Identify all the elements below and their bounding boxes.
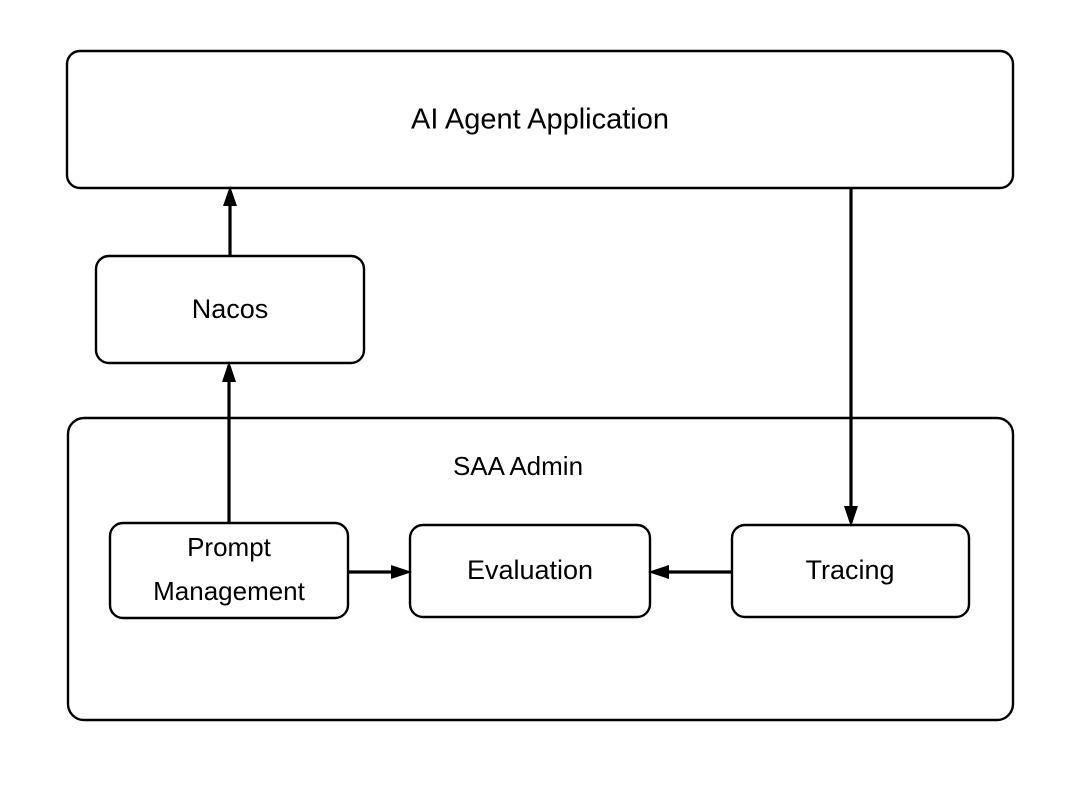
edge-tracing-to-evaluation bbox=[648, 565, 732, 579]
edge-prompt-to-evaluation bbox=[348, 565, 412, 579]
edge-prompt-to-evaluation-arrowhead bbox=[391, 565, 412, 579]
tracing-label: Tracing bbox=[805, 555, 894, 585]
edge-tracing-to-evaluation-arrowhead bbox=[648, 565, 669, 579]
node-nacos[interactable]: Nacos bbox=[94, 254, 366, 365]
edge-prompt-to-nacos-arrowhead bbox=[222, 361, 236, 382]
edge-ai-agent-to-tracing-arrowhead bbox=[844, 506, 858, 527]
saa-admin-label: SAA Admin bbox=[453, 451, 583, 481]
node-tracing[interactable]: Tracing bbox=[730, 523, 971, 619]
evaluation-label: Evaluation bbox=[467, 555, 593, 585]
ai-agent-application-label: AI Agent Application bbox=[411, 104, 669, 136]
prompt-management-label-line-1: Prompt bbox=[187, 532, 272, 562]
node-evaluation[interactable]: Evaluation bbox=[408, 523, 652, 619]
edge-nacos-to-ai-agent bbox=[223, 186, 237, 256]
edge-prompt-to-nacos bbox=[222, 361, 236, 523]
edge-ai-agent-to-tracing bbox=[844, 188, 858, 527]
node-ai-agent-application[interactable]: AI Agent Application bbox=[65, 49, 1015, 190]
prompt-management-label-line-2: Management bbox=[153, 576, 306, 606]
ai-agent-application-shape bbox=[65, 49, 1015, 190]
edge-nacos-to-ai-agent-arrowhead bbox=[223, 186, 237, 206]
node-prompt-management[interactable]: Prompt Management bbox=[108, 521, 350, 620]
evaluation-shape bbox=[408, 523, 652, 619]
nacos-label: Nacos bbox=[192, 294, 269, 324]
